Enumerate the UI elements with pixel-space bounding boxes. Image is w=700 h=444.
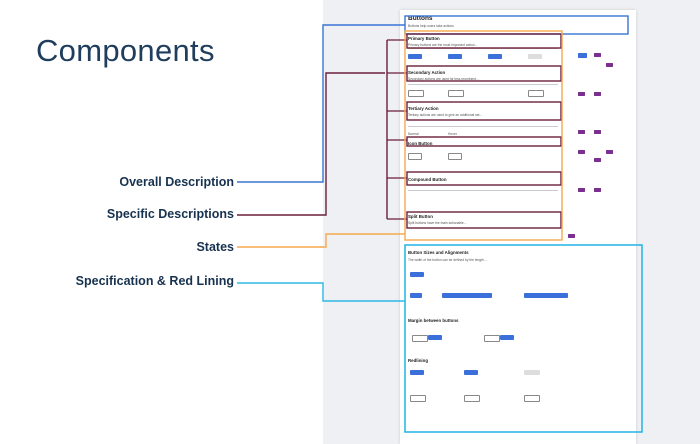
divider [408,84,558,85]
doc-text: Split buttons have the main actionable..… [408,221,467,225]
documentation-page: Buttons Buttons help users take actions … [400,10,636,444]
spec-button-sample [500,335,514,340]
label-specification-red-lining: Specification & Red Lining [75,274,234,288]
divider [408,126,558,127]
doc-text: Tertiary actions are used to give an add… [408,113,483,117]
spec-button-sample [464,370,478,375]
spec-tag [594,158,601,162]
connector-specific [237,72,385,216]
spec-button-sample [484,335,500,342]
spec-tag [568,234,575,238]
icon-button-sample [448,153,462,160]
connector-overall [237,24,405,183]
label-specific-descriptions: Specific Descriptions [106,207,234,221]
label-states: States [196,240,234,254]
spec-button-sample [410,272,424,277]
doc-section-split: Split Button [408,214,433,219]
doc-spec-sub2: Redlining [408,358,429,363]
box-specific [406,171,562,186]
label-overall-description: Overall Description [119,175,234,189]
doc-page-title: Buttons [408,15,433,22]
spec-tag [594,53,601,57]
spec-tag [578,130,585,134]
spec-tag [578,92,585,96]
box-specific [406,136,562,147]
disabled-button-sample [528,54,542,59]
primary-button-sample [408,54,422,59]
doc-section-primary: Primary Button [408,36,440,41]
doc-section-icon: Icon Button [408,141,433,146]
doc-section-tertiary: Tertiary Action [408,106,439,111]
doc-section-compound: Compound Button [408,177,447,182]
spec-tag [578,53,587,58]
doc-spec-title: Button Sizes and Alignments [408,250,469,255]
primary-button-sample [448,54,462,59]
box-states [404,30,563,241]
secondary-button-sample [448,90,464,97]
spec-tag [594,188,601,192]
doc-text: Secondary actions are used for less prom… [408,77,479,81]
connector-states [237,233,405,248]
spec-tag [594,92,601,96]
spec-button-sample [410,395,426,402]
spec-button-sample [524,395,540,402]
spec-button-sample [524,370,540,375]
spec-tag [606,150,613,154]
spec-tag [606,63,613,67]
doc-text: Primary buttons are the most important a… [408,43,478,47]
box-specific [406,211,562,229]
doc-spec-sub1: Margin between buttons [408,318,459,323]
box-specific [406,33,562,49]
secondary-button-sample [528,90,544,97]
spec-button-sample [428,335,442,340]
doc-text: Hover [448,132,457,136]
box-specific [406,101,562,121]
slide-title: Components [36,33,215,68]
spec-button-sample [410,370,424,375]
doc-intro-text: Buttons help users take actions [408,24,454,28]
spec-tag [578,188,585,192]
spec-button-sample [410,293,422,298]
spec-button-sample [524,293,568,298]
connector-spec [237,282,405,302]
divider [408,190,558,191]
secondary-button-sample [408,90,424,97]
spec-button-sample [412,335,428,342]
primary-button-sample [488,54,502,59]
box-specific [406,65,562,82]
doc-text: Normal [408,132,419,136]
doc-section-secondary: Secondary Action [408,70,446,75]
box-spec [404,244,643,433]
slide-left-panel [0,0,323,444]
spec-tag [594,130,601,134]
doc-text: The width of the button can be defined b… [408,258,487,262]
icon-button-sample [408,153,422,160]
spec-tag [578,150,585,154]
spec-button-sample [464,395,480,402]
spec-button-sample [442,293,492,298]
